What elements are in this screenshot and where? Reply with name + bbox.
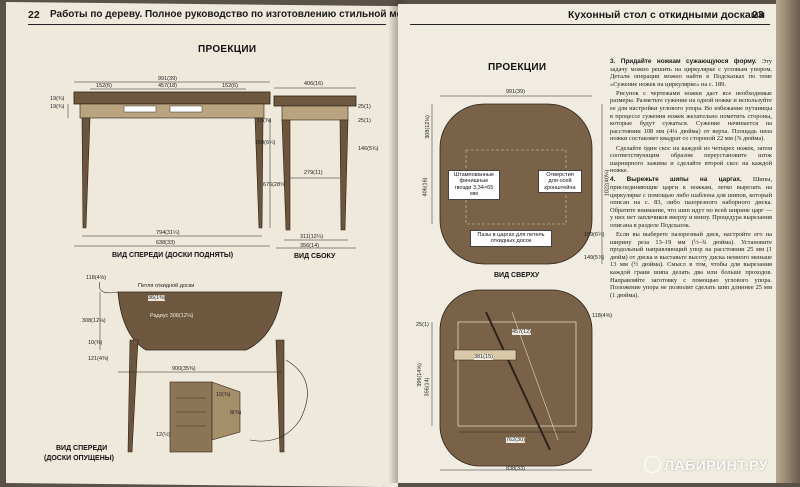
front-lowered-leg-right: [275, 339, 285, 453]
dim-side-height: 146(5¾): [358, 146, 379, 152]
paragraph-1-lead: 3. Придайте ножкам сужающуюся форму.: [610, 58, 757, 65]
paragraph-5: Если вы выберете пазорезный диск, настро…: [610, 231, 772, 299]
dim-front-apron-len: 457(18): [158, 83, 177, 89]
dim-joint-c: 12(½): [156, 432, 171, 438]
dim-bottom-leaf: 118(4⅝): [592, 313, 613, 319]
label-leaf-hinge: Петля откидной доски: [138, 283, 195, 289]
dim-bottom-overall: 838(33): [506, 466, 525, 472]
dim-lowered-width: 900(35⅜): [172, 366, 196, 372]
caption-top-view: ВИД СВЕРХУ: [494, 272, 540, 279]
dim-lowered-apron: 121(4⅜): [88, 356, 109, 362]
paragraph-4-lead: 4. Вырежьте шипы на царгах.: [610, 176, 742, 184]
joint-detail-apron: [211, 381, 241, 441]
front-raised-slot-right: [169, 105, 203, 113]
left-header-rule: [28, 24, 386, 25]
dim-side-legs: 311(12¼): [300, 234, 324, 240]
side-leg-right: [339, 119, 349, 231]
dim-bottom-height-b: 356(14): [424, 377, 431, 397]
front-lowered-drawing: [99, 281, 308, 453]
dim-top-leaf: 308(12⅛): [424, 115, 431, 139]
dim-bottom-bracket: 381(15): [474, 354, 493, 360]
dim-bottom-edge: 25(1): [416, 322, 429, 328]
paragraph-1: 3. Придайте ножкам сужающуюся форму. Эту…: [610, 58, 772, 88]
dim-lowered-gap: 10(⅜): [88, 340, 103, 346]
side-apron: [281, 105, 349, 121]
dim-front-apron-offset: 19(¾): [50, 104, 65, 110]
front-raised-leg-left: [81, 117, 91, 229]
front-raised-slot-left: [123, 105, 157, 113]
bottom-view-apron: [457, 321, 577, 427]
paragraph-4: 4. Вырежьте шипы на царгах. Шипы, присое…: [610, 176, 772, 229]
caption-front-lowered-1: ВИД СПЕРЕДИ: [56, 445, 108, 452]
dim-bottom-rail: 457(12): [512, 329, 531, 335]
left-running-title: Работы по дереву. Полное руководство по …: [50, 9, 427, 20]
side-leg-left: [281, 119, 291, 231]
left-section-title: ПРОЕКЦИИ: [198, 44, 257, 55]
dim-top-center: 406(16): [422, 177, 429, 197]
paragraph-1-text: Эту задачу можно решить на циркулярке с …: [610, 58, 772, 88]
callout-hinge-slots: Пазы в царгах для петель откидных досок: [470, 230, 552, 247]
caption-front-raised: ВИД СПЕРЕДИ (ДОСКИ ПОДНЯТЫ): [112, 252, 234, 259]
dim-side-a: 25(1): [358, 104, 371, 110]
right-page-number: 23: [752, 9, 764, 21]
right-header-rule: [410, 24, 770, 25]
dim-front-leaf-left: 152(6): [96, 83, 112, 89]
bottom-view-bracket-1: [485, 311, 551, 451]
front-lowered-top: [117, 291, 283, 351]
dim-side-overall: 356(14): [300, 243, 319, 249]
dim-side-width: 406(16): [304, 81, 323, 87]
dim-top-width: 991(39): [506, 89, 525, 95]
front-raised-drawing: [67, 81, 271, 247]
book-page-edges: [776, 0, 800, 483]
caption-front-lowered-2: (ДОСКИ ОПУЩЕНЫ): [44, 455, 114, 462]
dim-front-leg-span: 794(31¼): [156, 230, 180, 236]
right-section-title: ПРОЕКЦИИ: [488, 62, 547, 73]
paragraph-5-text: Если вы выберете пазорезный диск, настро…: [610, 231, 772, 299]
dim-bottom-height-a: 396(14⅝): [416, 363, 423, 387]
paragraph-2: Рисунок с чертежами ножки даст все необх…: [610, 90, 772, 143]
dim-joint-b: 8(⅜): [230, 410, 242, 416]
dim-lowered-top-thick: 118(4⅝): [86, 275, 107, 281]
dim-front-leg-height: 676(28⅝): [263, 182, 287, 188]
watermark-logo-icon: [644, 456, 662, 473]
right-running-title: Кухонный стол с откидными досками: [568, 9, 765, 21]
watermark: ЛАБИРИНТ.РУ: [644, 456, 768, 473]
callout-nails: Штампованные финишные гвозди 3,34×65 мм: [448, 170, 500, 200]
watermark-text: ЛАБИРИНТ.РУ: [664, 457, 768, 473]
dim-joint-a: 10(⅜): [216, 392, 231, 398]
dim-side-b: 25(1): [358, 118, 371, 124]
paragraph-2-text: Рисунок с чертежами ножки даст все необх…: [610, 89, 772, 143]
dim-top-inset: 159(6¼): [584, 232, 605, 238]
dim-front-apron-height: 159(6¼): [255, 140, 276, 146]
dim-side-inner: 279(11): [304, 170, 323, 176]
dim-top-leaf-edge: 149(5⅞): [584, 255, 605, 261]
caption-side: ВИД СБОКУ: [294, 253, 336, 260]
dim-front-overall: 638(33): [156, 240, 175, 246]
dim-bottom-apron: 762(30): [506, 437, 525, 443]
dim-front-width: 991(39): [158, 76, 177, 82]
left-page-number: 22: [28, 9, 40, 21]
front-lowered-leg-left: [127, 339, 139, 453]
dim-front-slot: 10(⅜): [257, 118, 272, 124]
paragraph-3: Сделайте один скос на каждой из четырех …: [610, 145, 772, 175]
body-text-column: 3. Придайте ножкам сужающуюся форму. Эту…: [610, 58, 772, 301]
paragraph-3-text: Сделайте один скос на каждой из четырех …: [610, 144, 772, 175]
dim-front-top-thick: 19(¾): [50, 96, 65, 102]
dim-front-leaf-right: 152(6): [222, 83, 238, 89]
front-raised-leg-right: [254, 117, 264, 229]
dim-lowered-leaf-drop: 308(12⅛): [82, 318, 106, 324]
paragraph-4-text: Шипы, присоединяющие царги к ножкам, лег…: [610, 176, 772, 229]
callout-bracket-holes: Отверстия для осей кронштейна: [538, 170, 582, 194]
dim-lowered-hinge: 36(1⅜): [148, 295, 166, 301]
side-view-drawing: [273, 87, 357, 249]
label-radius: Радиус 308(12⅛): [150, 313, 194, 319]
